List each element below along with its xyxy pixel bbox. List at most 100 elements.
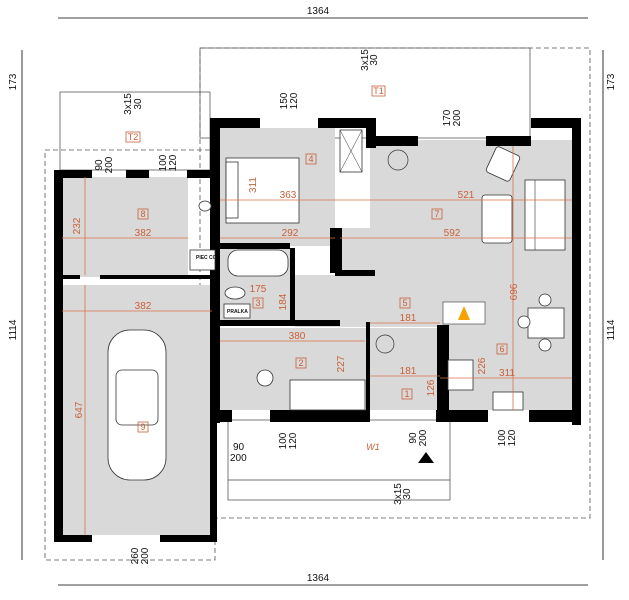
room-label-7: 7 <box>434 209 439 219</box>
washer-icon <box>223 303 251 319</box>
room-label-W1: W1 <box>366 442 380 452</box>
svg-text:100: 100 <box>158 154 169 171</box>
room-label-4: 4 <box>308 154 313 164</box>
svg-text:181: 181 <box>400 313 417 324</box>
room-label-5: 5 <box>402 298 407 308</box>
svg-text:200: 200 <box>140 547 151 564</box>
svg-text:200: 200 <box>230 453 247 464</box>
svg-text:227: 227 <box>336 355 347 372</box>
room-label-9: 9 <box>140 422 145 432</box>
dining-table-icon <box>517 293 565 352</box>
svg-text:120: 120 <box>289 92 300 109</box>
fire-icon <box>458 306 470 320</box>
svg-text:232: 232 <box>72 217 83 234</box>
boiler-icon <box>189 249 216 271</box>
svg-text:100: 100 <box>278 432 289 449</box>
svg-text:100: 100 <box>497 429 508 446</box>
room-dimensions: 232 382 382 647 311 363 292 521 592 696 … <box>72 177 520 419</box>
chair-icon <box>256 369 274 387</box>
washer-label: PRALKA <box>227 309 248 315</box>
svg-text:382: 382 <box>135 301 152 312</box>
coffee-table-icon <box>481 194 513 244</box>
svg-text:150: 150 <box>279 92 290 109</box>
svg-text:200: 200 <box>452 109 463 126</box>
svg-text:696: 696 <box>509 283 520 300</box>
sink-icon <box>198 200 212 212</box>
svg-text:90: 90 <box>233 442 245 453</box>
right-top-dim: 173 <box>606 73 617 90</box>
room-labels: T1 T2 8 4 7 5 3 2 1 6 9 W1 <box>125 85 508 452</box>
svg-text:90: 90 <box>94 159 105 171</box>
svg-text:120: 120 <box>507 429 518 446</box>
room-label-6: 6 <box>499 344 504 354</box>
svg-text:30: 30 <box>369 54 380 66</box>
room-label-T2: T2 <box>128 132 139 142</box>
svg-text:120: 120 <box>168 154 179 171</box>
width-bottom: 1364 <box>307 573 330 584</box>
svg-text:311: 311 <box>499 368 515 379</box>
kitchen-sink-icon <box>492 391 524 411</box>
plant-icon <box>387 149 409 171</box>
plant-icon <box>375 334 395 354</box>
room-label-2: 2 <box>298 358 303 368</box>
svg-text:181: 181 <box>400 366 417 377</box>
svg-text:363: 363 <box>280 190 297 201</box>
svg-text:175: 175 <box>250 284 267 295</box>
room-label-T1: T1 <box>373 86 384 96</box>
room-label-3: 3 <box>255 298 260 308</box>
svg-text:260: 260 <box>130 547 141 564</box>
svg-text:521: 521 <box>458 190 475 201</box>
terraces <box>44 47 591 561</box>
svg-text:126: 126 <box>426 379 437 396</box>
svg-text:30: 30 <box>402 488 413 500</box>
right-main-dim: 1114 <box>606 319 617 340</box>
entrance-arrow-icon <box>418 452 434 463</box>
sofa-icon <box>524 179 566 251</box>
stove-icon <box>447 359 474 391</box>
bed-icon <box>225 157 300 224</box>
svg-text:3x15: 3x15 <box>123 93 134 115</box>
svg-text:170: 170 <box>442 109 453 126</box>
svg-text:200: 200 <box>418 429 429 446</box>
svg-text:120: 120 <box>288 432 299 449</box>
car-icon <box>107 329 167 481</box>
left-main-dim: 1114 <box>8 319 19 340</box>
svg-text:90: 90 <box>408 432 419 444</box>
room-label-1: 1 <box>404 389 409 399</box>
toilet-icon <box>224 286 246 300</box>
room-label-8: 8 <box>140 209 145 219</box>
svg-text:647: 647 <box>74 401 85 418</box>
svg-text:30: 30 <box>133 98 144 110</box>
svg-text:3x15: 3x15 <box>360 49 371 71</box>
svg-text:292: 292 <box>282 228 299 239</box>
svg-text:382: 382 <box>135 228 152 239</box>
boiler-label: PIEC CO <box>196 255 217 261</box>
bathtub-icon <box>227 249 289 277</box>
armchair-icon <box>485 146 521 182</box>
svg-text:184: 184 <box>278 293 289 310</box>
walls <box>54 118 581 542</box>
wardrobe-icon <box>339 129 363 173</box>
svg-text:226: 226 <box>477 357 488 374</box>
width-top: 1364 <box>307 6 330 17</box>
svg-text:380: 380 <box>289 331 306 342</box>
svg-text:311: 311 <box>248 177 259 193</box>
desk-icon <box>289 379 366 411</box>
left-top-dim: 173 <box>8 73 19 90</box>
overall-dimensions: 1364 1364 173 1114 173 1114 <box>8 6 617 586</box>
svg-text:200: 200 <box>104 156 115 173</box>
svg-text:592: 592 <box>444 228 461 239</box>
